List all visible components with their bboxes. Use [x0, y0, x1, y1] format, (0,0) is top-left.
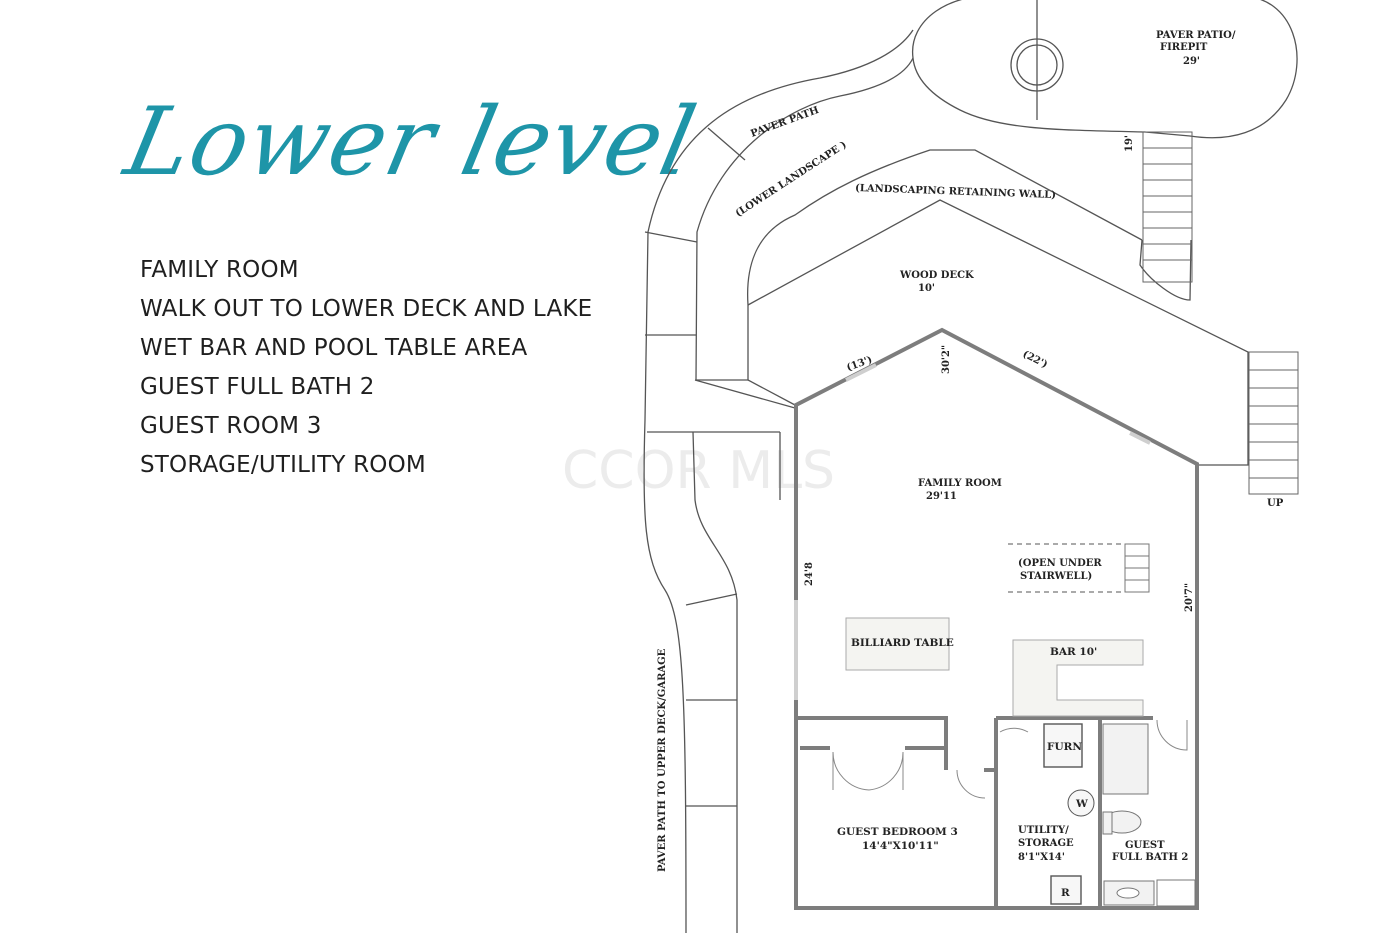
paver-patio: [912, 0, 1298, 139]
family-room-label: FAMILY ROOM: [918, 478, 1002, 489]
water-heater-label: W: [1075, 798, 1088, 810]
bar-label: BAR 10': [1050, 646, 1097, 658]
doors: [832, 719, 1188, 799]
utility-unit: [1050, 875, 1082, 905]
deck-dim: 10': [918, 283, 935, 294]
house-walls: [794, 327, 1199, 910]
bath-label-2: FULL BATH 2: [1112, 852, 1188, 863]
water-heater: [1067, 789, 1095, 817]
open-stairwell-label: (OPEN UNDER: [1018, 558, 1102, 569]
utility-label-2: STORAGE: [1018, 838, 1074, 849]
paver-path-garage-label: PAVER PATH TO UPPER DECK/GARAGE: [657, 648, 668, 872]
stairs-up-label: UP: [1267, 498, 1284, 509]
bath-fixtures: [1102, 723, 1196, 907]
windows: [794, 363, 1151, 700]
open-stairwell: [1008, 543, 1150, 593]
dim-24-8: 24'8: [804, 562, 815, 586]
patio-label-2: FIREPIT: [1160, 42, 1208, 53]
patio-dim: 29': [1183, 56, 1200, 67]
furnace-label: FURN: [1047, 741, 1082, 753]
watermark: CCOR MLS: [562, 441, 835, 501]
wood-deck: [747, 199, 1249, 466]
stairs-up: [1248, 351, 1299, 495]
shower: [1102, 723, 1149, 795]
bath-label: GUEST: [1125, 840, 1165, 851]
feature-item: STORAGE/UTILITY ROOM: [140, 452, 426, 478]
feature-item: FAMILY ROOM: [140, 257, 299, 283]
bar-counter: [1012, 639, 1144, 717]
paver-path-label: PAVER PATH: [749, 105, 820, 140]
bedroom-dim: 14'4"X10'11": [862, 840, 939, 852]
utility-label: UTILITY/: [1018, 825, 1069, 836]
family-room-dim: 29'11: [926, 491, 957, 502]
feature-item: WET BAR AND POOL TABLE AREA: [140, 335, 528, 361]
furnace: [1043, 723, 1083, 768]
feature-item: WALK OUT TO LOWER DECK AND LAKE: [140, 296, 593, 322]
dim-20-7: 20'7": [1184, 583, 1195, 612]
patio-label: PAVER PATIO/: [1156, 30, 1236, 41]
billiard-table: [845, 617, 950, 671]
lower-landscape-label: (LOWER LANDSCAPE ): [734, 139, 849, 219]
billiard-label: BILLIARD TABLE: [851, 637, 954, 649]
bedroom-label: GUEST BEDROOM 3: [837, 826, 958, 838]
patio-stairs: [1142, 131, 1193, 283]
deck-label: WOOD DECK: [899, 270, 974, 281]
open-stairwell-label-2: STAIRWELL): [1020, 571, 1092, 582]
retaining-wall-label: (LANDSCAPING RETAINING WALL): [855, 183, 1056, 201]
utility-unit-label: R: [1061, 887, 1070, 899]
utility-dim: 8'1"X14': [1018, 852, 1065, 863]
feature-item: GUEST ROOM 3: [140, 413, 322, 439]
feature-list: FAMILY ROOM WALK OUT TO LOWER DECK AND L…: [140, 256, 592, 490]
feature-item: GUEST FULL BATH 2: [140, 374, 375, 400]
stair-dim: 19': [1124, 135, 1135, 152]
dim-30-2: 30'2": [941, 345, 952, 374]
dim-22: (22'): [1021, 349, 1050, 371]
